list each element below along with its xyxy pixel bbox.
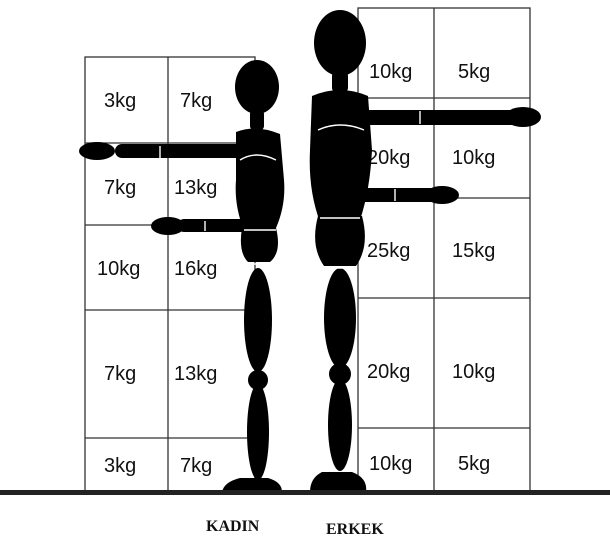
man-cell-r4-c1: 20kg	[367, 361, 410, 383]
woman-cell-r4-c2: 13kg	[174, 363, 217, 385]
man-cell-r4-c2: 10kg	[452, 361, 495, 383]
woman-cell-r2-c2: 13kg	[174, 177, 217, 199]
man-cell-r3-c2: 15kg	[452, 240, 495, 262]
woman-cell-r3-c2: 16kg	[174, 258, 217, 280]
woman-label: KADIN	[206, 518, 260, 535]
woman-cell-r5-c2: 7kg	[180, 455, 212, 477]
man-cell-r5-c1: 10kg	[369, 453, 412, 475]
woman-cell-r4-c1: 7kg	[104, 363, 136, 385]
woman-cell-r5-c1: 3kg	[104, 455, 136, 477]
woman-cell-r1-c1: 3kg	[104, 90, 136, 112]
man-cell-r1-c2: 5kg	[458, 61, 490, 83]
woman-cell-r2-c1: 7kg	[104, 177, 136, 199]
ground-line	[0, 490, 610, 495]
woman-cell-r3-c1: 10kg	[97, 258, 140, 280]
man-label: ERKEK	[326, 521, 384, 538]
man-cell-r1-c1: 10kg	[369, 61, 412, 83]
man-cell-r2-c2: 10kg	[452, 147, 495, 169]
man-cell-r5-c2: 5kg	[458, 453, 490, 475]
woman-cell-r1-c2: 7kg	[180, 90, 212, 112]
man-cell-r3-c1: 25kg	[367, 240, 410, 262]
man-figure-silhouette	[310, 10, 541, 492]
man-cell-r2-c1: 20kg	[367, 147, 410, 169]
